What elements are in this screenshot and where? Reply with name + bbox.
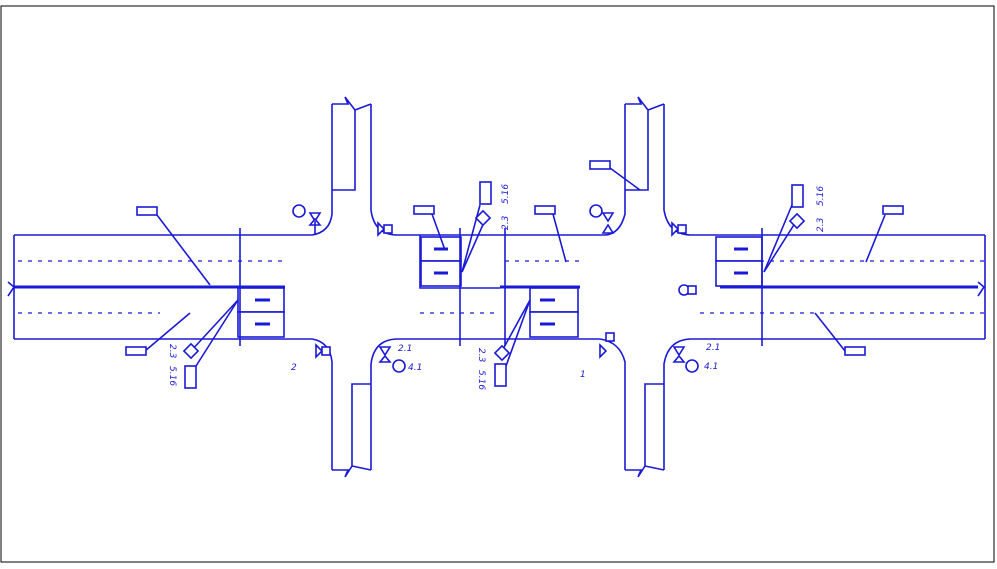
label-5-16-b: 5.16 xyxy=(476,370,486,390)
side-roads xyxy=(332,96,665,478)
label-2: 2 xyxy=(291,363,297,373)
label-5-16-d: 5.16 xyxy=(816,186,826,206)
label-5-16-a: 5.16 xyxy=(167,366,177,386)
labels: 2.1 4.1 2.1 4.1 1 2 2.3 5.16 2.3 5.16 2.… xyxy=(167,184,826,391)
label-2-3-b: 2.3 xyxy=(476,348,486,363)
leaders xyxy=(125,160,904,356)
label-2-3-c: 2.3 xyxy=(501,215,511,230)
label-4-1-b: 4.1 xyxy=(704,362,718,372)
label-2-3-d: 2.3 xyxy=(816,217,826,232)
axis-lines xyxy=(7,235,986,339)
stop-lines xyxy=(239,228,763,346)
label-2-1-a: 2.1 xyxy=(398,344,412,354)
label-5-16-c: 5.16 xyxy=(501,184,511,204)
sign-posts xyxy=(182,181,806,389)
label-4-1-a: 4.1 xyxy=(408,363,422,373)
drawing-frame xyxy=(0,5,995,563)
label-2-3-a: 2.3 xyxy=(167,344,177,359)
lane-arrow-boxes xyxy=(237,236,763,338)
label-1: 1 xyxy=(580,370,586,380)
traffic-signals xyxy=(292,204,699,373)
label-2-1-b: 2.1 xyxy=(706,343,720,353)
